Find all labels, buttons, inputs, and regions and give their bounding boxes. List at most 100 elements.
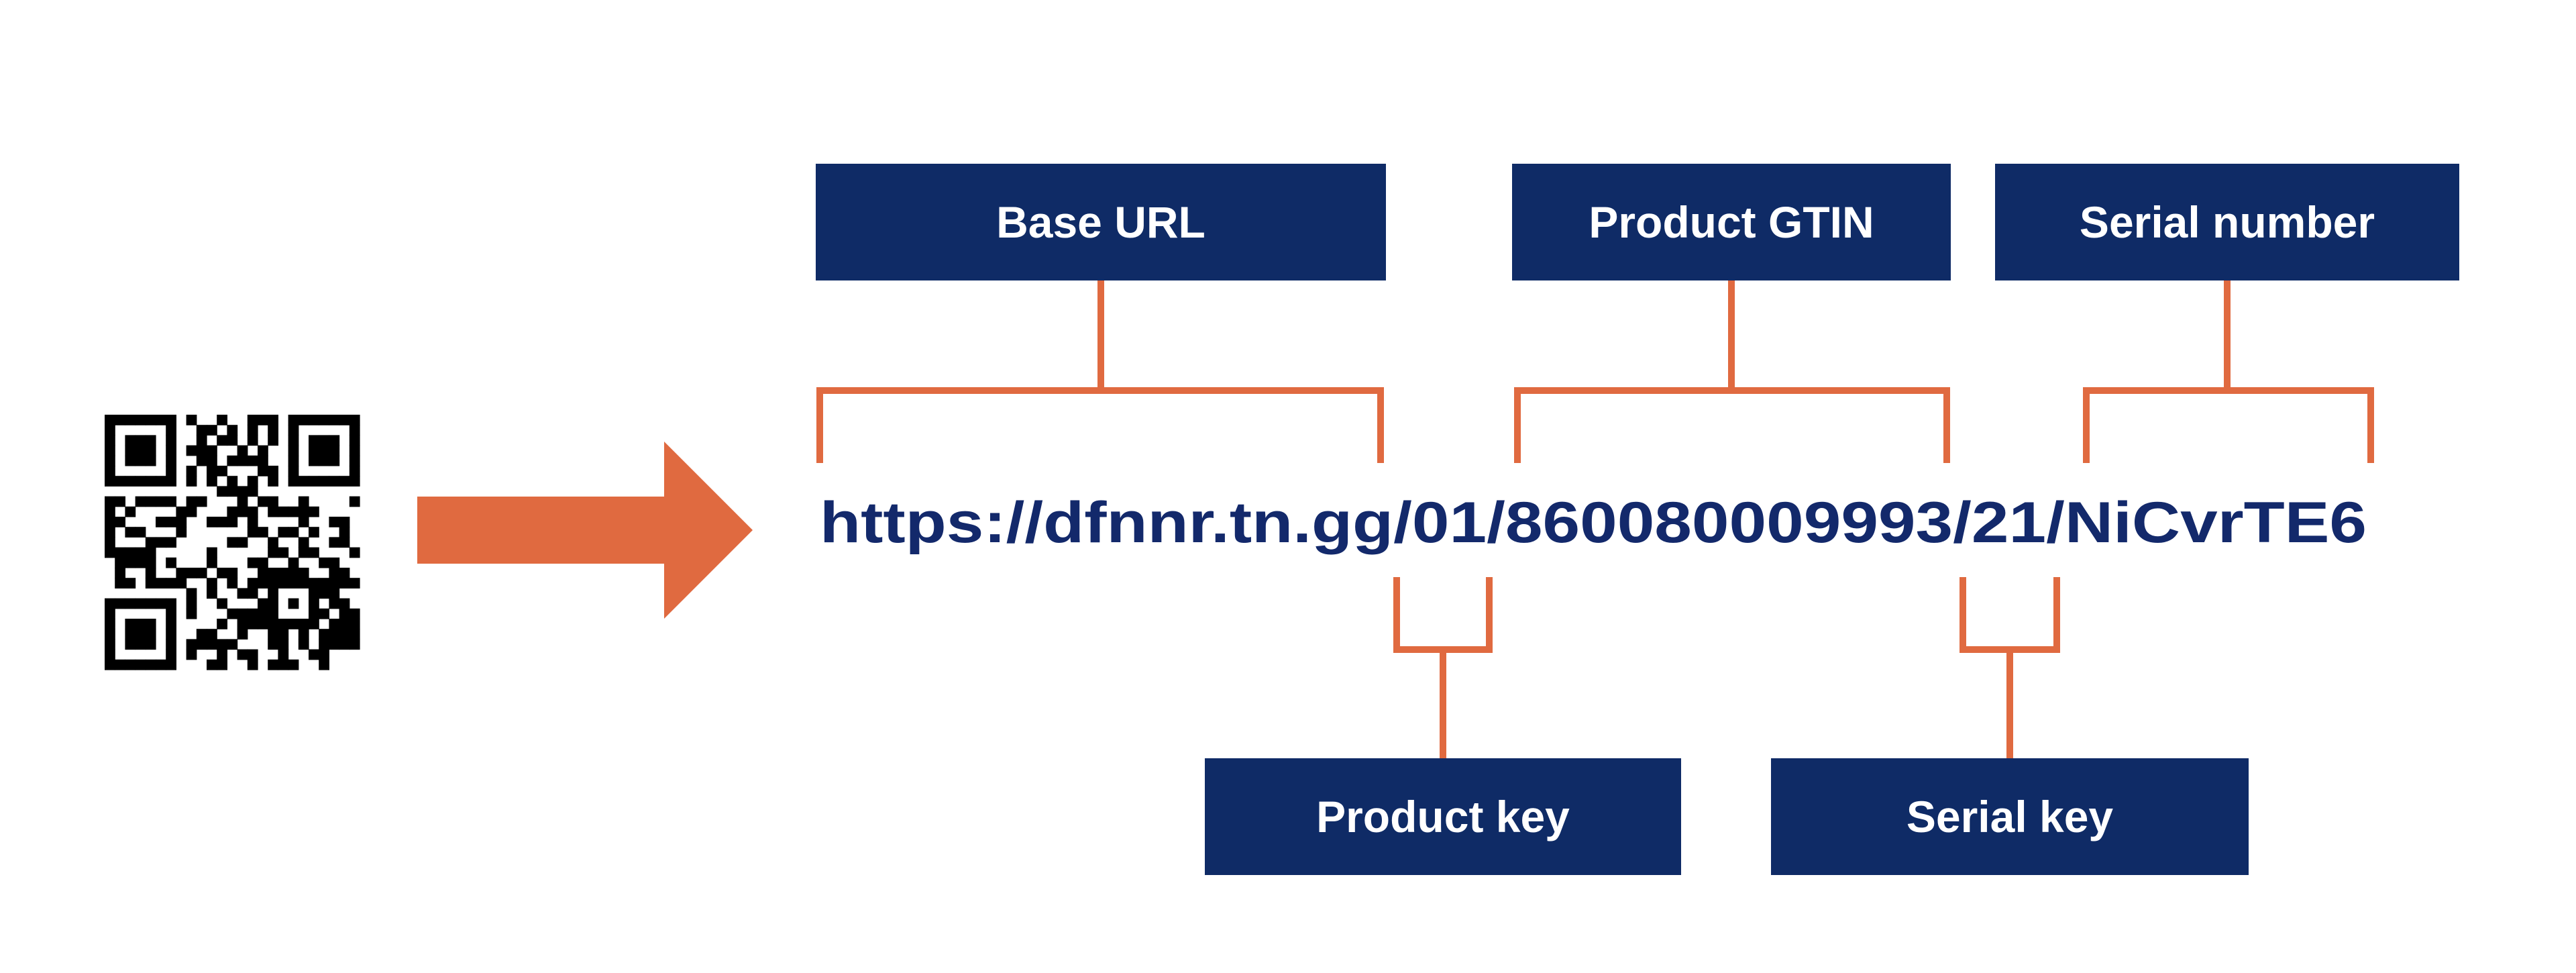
qr-module bbox=[278, 649, 289, 660]
qr-module bbox=[115, 598, 125, 609]
qr-module bbox=[207, 476, 217, 486]
qr-module bbox=[217, 466, 227, 476]
qr-module bbox=[105, 455, 115, 466]
qr-module bbox=[145, 455, 156, 466]
qr-module bbox=[278, 619, 289, 629]
qr-module bbox=[268, 588, 278, 599]
qr-module bbox=[247, 578, 258, 588]
qr-module bbox=[237, 629, 248, 639]
qr-module bbox=[339, 608, 350, 619]
qr-module bbox=[176, 527, 187, 537]
qr-module bbox=[237, 506, 248, 517]
qr-module bbox=[166, 639, 176, 650]
qr-module bbox=[268, 435, 278, 446]
qr-module bbox=[309, 588, 319, 599]
qr-module bbox=[105, 659, 115, 670]
qr-module bbox=[247, 608, 258, 619]
qr-module bbox=[247, 415, 258, 425]
qr-module bbox=[115, 496, 125, 507]
qr-module bbox=[227, 639, 238, 650]
qr-module bbox=[135, 496, 146, 507]
qr-module bbox=[288, 445, 299, 456]
qr-module bbox=[309, 619, 319, 629]
qr-module bbox=[349, 476, 360, 486]
qr-module bbox=[207, 578, 217, 588]
qr-module bbox=[237, 619, 248, 629]
qr-module bbox=[186, 496, 197, 507]
qr-module bbox=[288, 435, 299, 446]
qr-module bbox=[145, 598, 156, 609]
qr-module bbox=[105, 466, 115, 476]
url-serial-number: NiCvrTE6 bbox=[2065, 491, 2367, 555]
qr-module bbox=[349, 629, 360, 639]
qr-module bbox=[237, 588, 248, 599]
qr-module bbox=[288, 425, 299, 436]
qr-module bbox=[156, 537, 166, 548]
qr-module bbox=[268, 629, 278, 639]
qr-module bbox=[217, 639, 227, 650]
qr-module bbox=[135, 547, 146, 558]
qr-module bbox=[115, 517, 125, 527]
qr-module bbox=[237, 445, 248, 456]
qr-module bbox=[125, 435, 136, 446]
qr-module bbox=[166, 598, 176, 609]
qr-module bbox=[196, 496, 207, 507]
qr-module bbox=[237, 486, 248, 497]
qr-module bbox=[319, 435, 329, 446]
qr-module bbox=[309, 598, 319, 609]
qr-module bbox=[258, 557, 268, 568]
qr-module bbox=[329, 588, 340, 599]
qr-module bbox=[339, 517, 350, 527]
qr-module bbox=[319, 578, 329, 588]
qr-module bbox=[105, 598, 115, 609]
qr-module bbox=[247, 425, 258, 436]
qr-module bbox=[247, 486, 258, 497]
url-product-key: 01 bbox=[1412, 491, 1487, 555]
qr-module bbox=[288, 476, 299, 486]
qr-module bbox=[247, 435, 258, 446]
qr-module bbox=[309, 547, 319, 558]
qr-module bbox=[166, 537, 176, 548]
qr-module bbox=[145, 537, 156, 548]
qr-module bbox=[227, 435, 238, 446]
qr-module bbox=[309, 445, 319, 456]
qr-module bbox=[135, 557, 146, 568]
qr-module bbox=[237, 537, 248, 548]
qr-module bbox=[145, 476, 156, 486]
qr-module bbox=[207, 455, 217, 466]
qr-module bbox=[329, 568, 340, 578]
url-separator: / bbox=[2046, 491, 2065, 555]
qr-module bbox=[329, 445, 340, 456]
qr-module bbox=[258, 415, 268, 425]
qr-module bbox=[207, 588, 217, 599]
qr-module bbox=[339, 476, 350, 486]
qr-module bbox=[125, 455, 136, 466]
qr-module bbox=[268, 568, 278, 578]
qr-module bbox=[268, 659, 278, 670]
qr-module bbox=[196, 445, 207, 456]
qr-module bbox=[329, 639, 340, 650]
qr-module bbox=[145, 568, 156, 578]
bracket-serial-key bbox=[1960, 577, 2060, 758]
qr-module bbox=[166, 496, 176, 507]
qr-module bbox=[258, 496, 268, 507]
qr-module bbox=[227, 568, 238, 578]
qr-module bbox=[339, 639, 350, 650]
qr-module bbox=[339, 619, 350, 629]
qr-module bbox=[349, 415, 360, 425]
qr-module bbox=[288, 506, 299, 517]
qr-module bbox=[156, 659, 166, 670]
qr-module bbox=[329, 619, 340, 629]
qr-module bbox=[349, 496, 360, 507]
qr-module bbox=[319, 415, 329, 425]
qr-module bbox=[247, 619, 258, 629]
qr-module bbox=[176, 506, 187, 517]
qr-module bbox=[227, 578, 238, 588]
qr-module bbox=[288, 598, 299, 609]
qr-module bbox=[186, 639, 197, 650]
qr-module bbox=[268, 425, 278, 436]
qr-module bbox=[298, 506, 309, 517]
qr-module bbox=[115, 568, 125, 578]
qr-module bbox=[278, 659, 289, 670]
